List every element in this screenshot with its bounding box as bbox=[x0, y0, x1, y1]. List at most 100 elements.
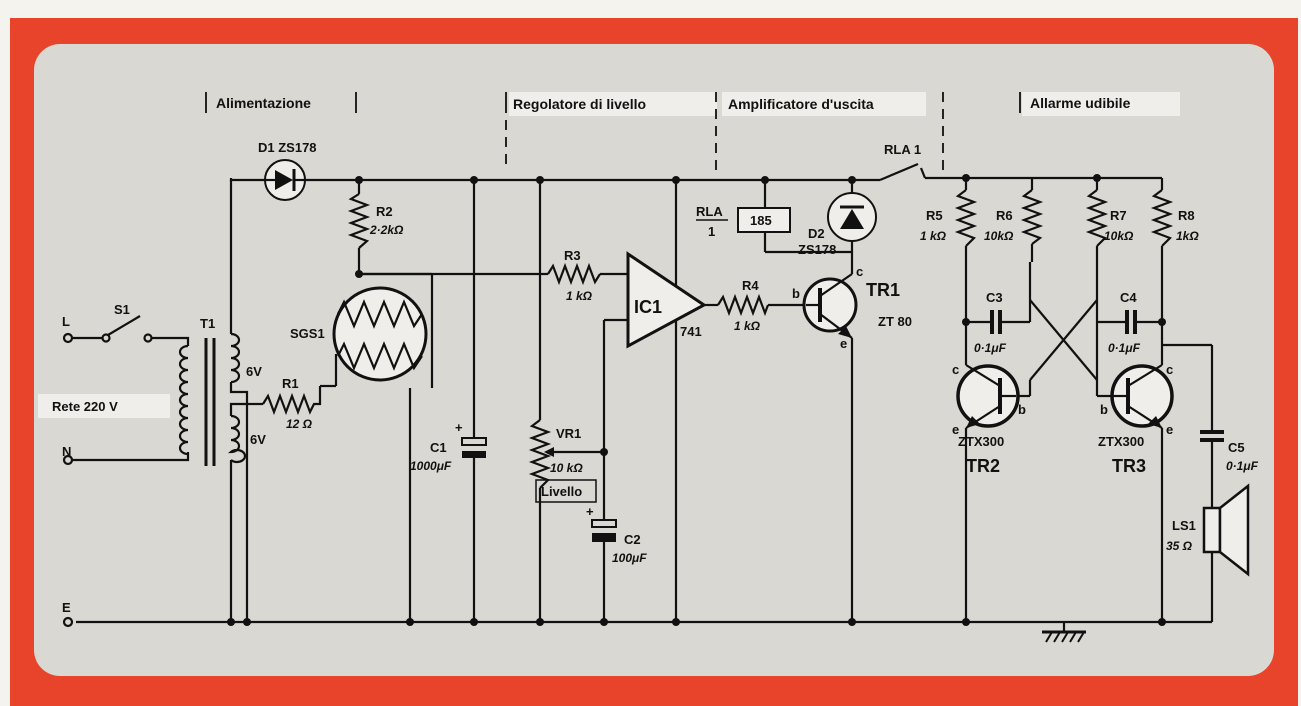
c1-label: C1 bbox=[430, 440, 447, 455]
section-alarm-box bbox=[1022, 92, 1180, 116]
rla-label-bottom: 1 bbox=[708, 224, 715, 239]
ic1-type: 741 bbox=[680, 324, 702, 339]
c2-label: C2 bbox=[624, 532, 641, 547]
transistor-tr1: b c e TR1 ZT 80 bbox=[792, 264, 912, 351]
relay-coil-rla: 185 RLA 1 bbox=[696, 204, 791, 239]
section-power: Alimentazione bbox=[216, 95, 311, 111]
potentiometer-vr1: VR1 10 kΩ Livello bbox=[528, 419, 597, 503]
r3-value: 1 kΩ bbox=[566, 289, 593, 303]
t1-bottom-winding: 6V bbox=[250, 432, 266, 447]
tr1-label: TR1 bbox=[866, 280, 900, 300]
rla-label-top: RLA bbox=[696, 204, 723, 219]
r4-label: R4 bbox=[742, 278, 759, 293]
gas-sensor-sgs1: SGS1 bbox=[290, 286, 428, 382]
d1-label: D1 ZS178 bbox=[258, 140, 317, 155]
c2-value: 100μF bbox=[612, 551, 647, 565]
r7-value: 10kΩ bbox=[1104, 229, 1134, 243]
c2-plus: + bbox=[586, 504, 594, 519]
t1-top-winding: 6V bbox=[246, 364, 262, 379]
tr1-pin-b: b bbox=[792, 286, 800, 301]
s1-label: S1 bbox=[114, 302, 130, 317]
r4-value: 1 kΩ bbox=[734, 319, 761, 333]
r8-label: R8 bbox=[1178, 208, 1195, 223]
mains-label: Rete 220 V bbox=[52, 399, 118, 414]
mains-input: L N E S1 Rete 220 V bbox=[38, 302, 190, 628]
capacitor-c3: C3 0·1μF bbox=[974, 290, 1007, 355]
tr1-pin-e: e bbox=[840, 336, 847, 351]
loudspeaker-ls1: LS1 35 Ω bbox=[1166, 483, 1250, 577]
resistor-r8: R8 1kΩ bbox=[1150, 189, 1199, 247]
section-amp: Amplificatore d'uscita bbox=[728, 96, 874, 112]
transformer-t1: T1 6V 6V bbox=[178, 316, 266, 466]
r2-label: R2 bbox=[376, 204, 393, 219]
c4-label: C4 bbox=[1120, 290, 1137, 305]
junctions bbox=[227, 174, 1166, 626]
vr1-name: Livello bbox=[541, 484, 582, 499]
c5-label: C5 bbox=[1228, 440, 1245, 455]
vr1-value: 10 kΩ bbox=[550, 461, 583, 475]
transistor-tr2: c b e ZTX300 TR2 bbox=[952, 362, 1026, 476]
r5-label: R5 bbox=[926, 208, 943, 223]
rla-resistance: 185 bbox=[750, 213, 772, 228]
r3-label: R3 bbox=[564, 248, 581, 263]
c1-plus: + bbox=[455, 420, 463, 435]
section-level: Regolatore di livello bbox=[513, 96, 646, 112]
c4-value: 0·1μF bbox=[1108, 341, 1141, 355]
section-headers: Alimentazione Regolatore di livello Ampl… bbox=[205, 92, 1180, 170]
resistor-r1: R1 12 Ω bbox=[262, 376, 322, 431]
r1-label: R1 bbox=[282, 376, 299, 391]
tr3-pin-b: b bbox=[1100, 402, 1108, 417]
tr3-label: TR3 bbox=[1112, 456, 1146, 476]
t1-label: T1 bbox=[200, 316, 215, 331]
r7-label: R7 bbox=[1110, 208, 1127, 223]
tr2-type: ZTX300 bbox=[958, 434, 1004, 449]
mains-l-label: L bbox=[62, 314, 70, 329]
mains-label-box bbox=[38, 394, 170, 418]
tr2-label: TR2 bbox=[966, 456, 1000, 476]
vr1-label: VR1 bbox=[556, 426, 581, 441]
capacitor-c2: + C2 100μF bbox=[586, 504, 647, 565]
ground-icon bbox=[1042, 622, 1086, 643]
ls1-label: LS1 bbox=[1172, 518, 1196, 533]
r6-value: 10kΩ bbox=[984, 229, 1014, 243]
d2-label: D2 bbox=[808, 226, 825, 241]
diode-d1: D1 ZS178 bbox=[258, 140, 317, 201]
vr1-name-box bbox=[535, 479, 597, 503]
section-alarm: Allarme udibile bbox=[1030, 95, 1131, 111]
r2-value: 2·2kΩ bbox=[369, 223, 404, 237]
tr2-pin-e: e bbox=[952, 422, 959, 437]
resistor-r5: R5 1 kΩ bbox=[920, 189, 978, 247]
diode-d2: D2 ZS178 bbox=[798, 192, 877, 257]
c5-value: 0·1μF bbox=[1226, 459, 1259, 473]
d2-type: ZS178 bbox=[798, 242, 836, 257]
schematic-panel bbox=[34, 44, 1274, 676]
tr3-pin-e: e bbox=[1166, 422, 1173, 437]
mains-e-label: E bbox=[62, 600, 71, 615]
r8-value: 1kΩ bbox=[1176, 229, 1199, 243]
c3-value: 0·1μF bbox=[974, 341, 1007, 355]
section-amp-box bbox=[722, 92, 926, 116]
resistor-r3: R3 1 kΩ bbox=[547, 248, 601, 303]
tr2-pin-c: c bbox=[952, 362, 959, 377]
c3-label: C3 bbox=[986, 290, 1003, 305]
capacitor-c1: + C1 1000μF bbox=[410, 420, 487, 473]
section-level-box bbox=[509, 92, 717, 116]
opamp-ic1: IC1 741 bbox=[626, 251, 707, 349]
resistor-r2: R2 2·2kΩ bbox=[347, 193, 404, 249]
ic1-label: IC1 bbox=[634, 297, 662, 317]
c1-value: 1000μF bbox=[410, 459, 452, 473]
tr3-pin-c: c bbox=[1166, 362, 1173, 377]
resistor-r4: R4 1 kΩ bbox=[717, 278, 770, 333]
capacitor-c5: C5 0·1μF bbox=[1200, 430, 1259, 473]
sgs1-label: SGS1 bbox=[290, 326, 325, 341]
ls1-value: 35 Ω bbox=[1166, 539, 1193, 553]
r5-value: 1 kΩ bbox=[920, 229, 947, 243]
transistor-tr3: c b e ZTX300 TR3 bbox=[1098, 362, 1174, 476]
mains-n-label: N bbox=[62, 444, 71, 459]
tr2-pin-b: b bbox=[1018, 402, 1026, 417]
tr3-type: ZTX300 bbox=[1098, 434, 1144, 449]
resistor-r7: R7 10kΩ bbox=[1085, 189, 1134, 247]
capacitor-c4: C4 0·1μF bbox=[1108, 290, 1141, 355]
resistor-r6: R6 10kΩ bbox=[984, 189, 1044, 245]
